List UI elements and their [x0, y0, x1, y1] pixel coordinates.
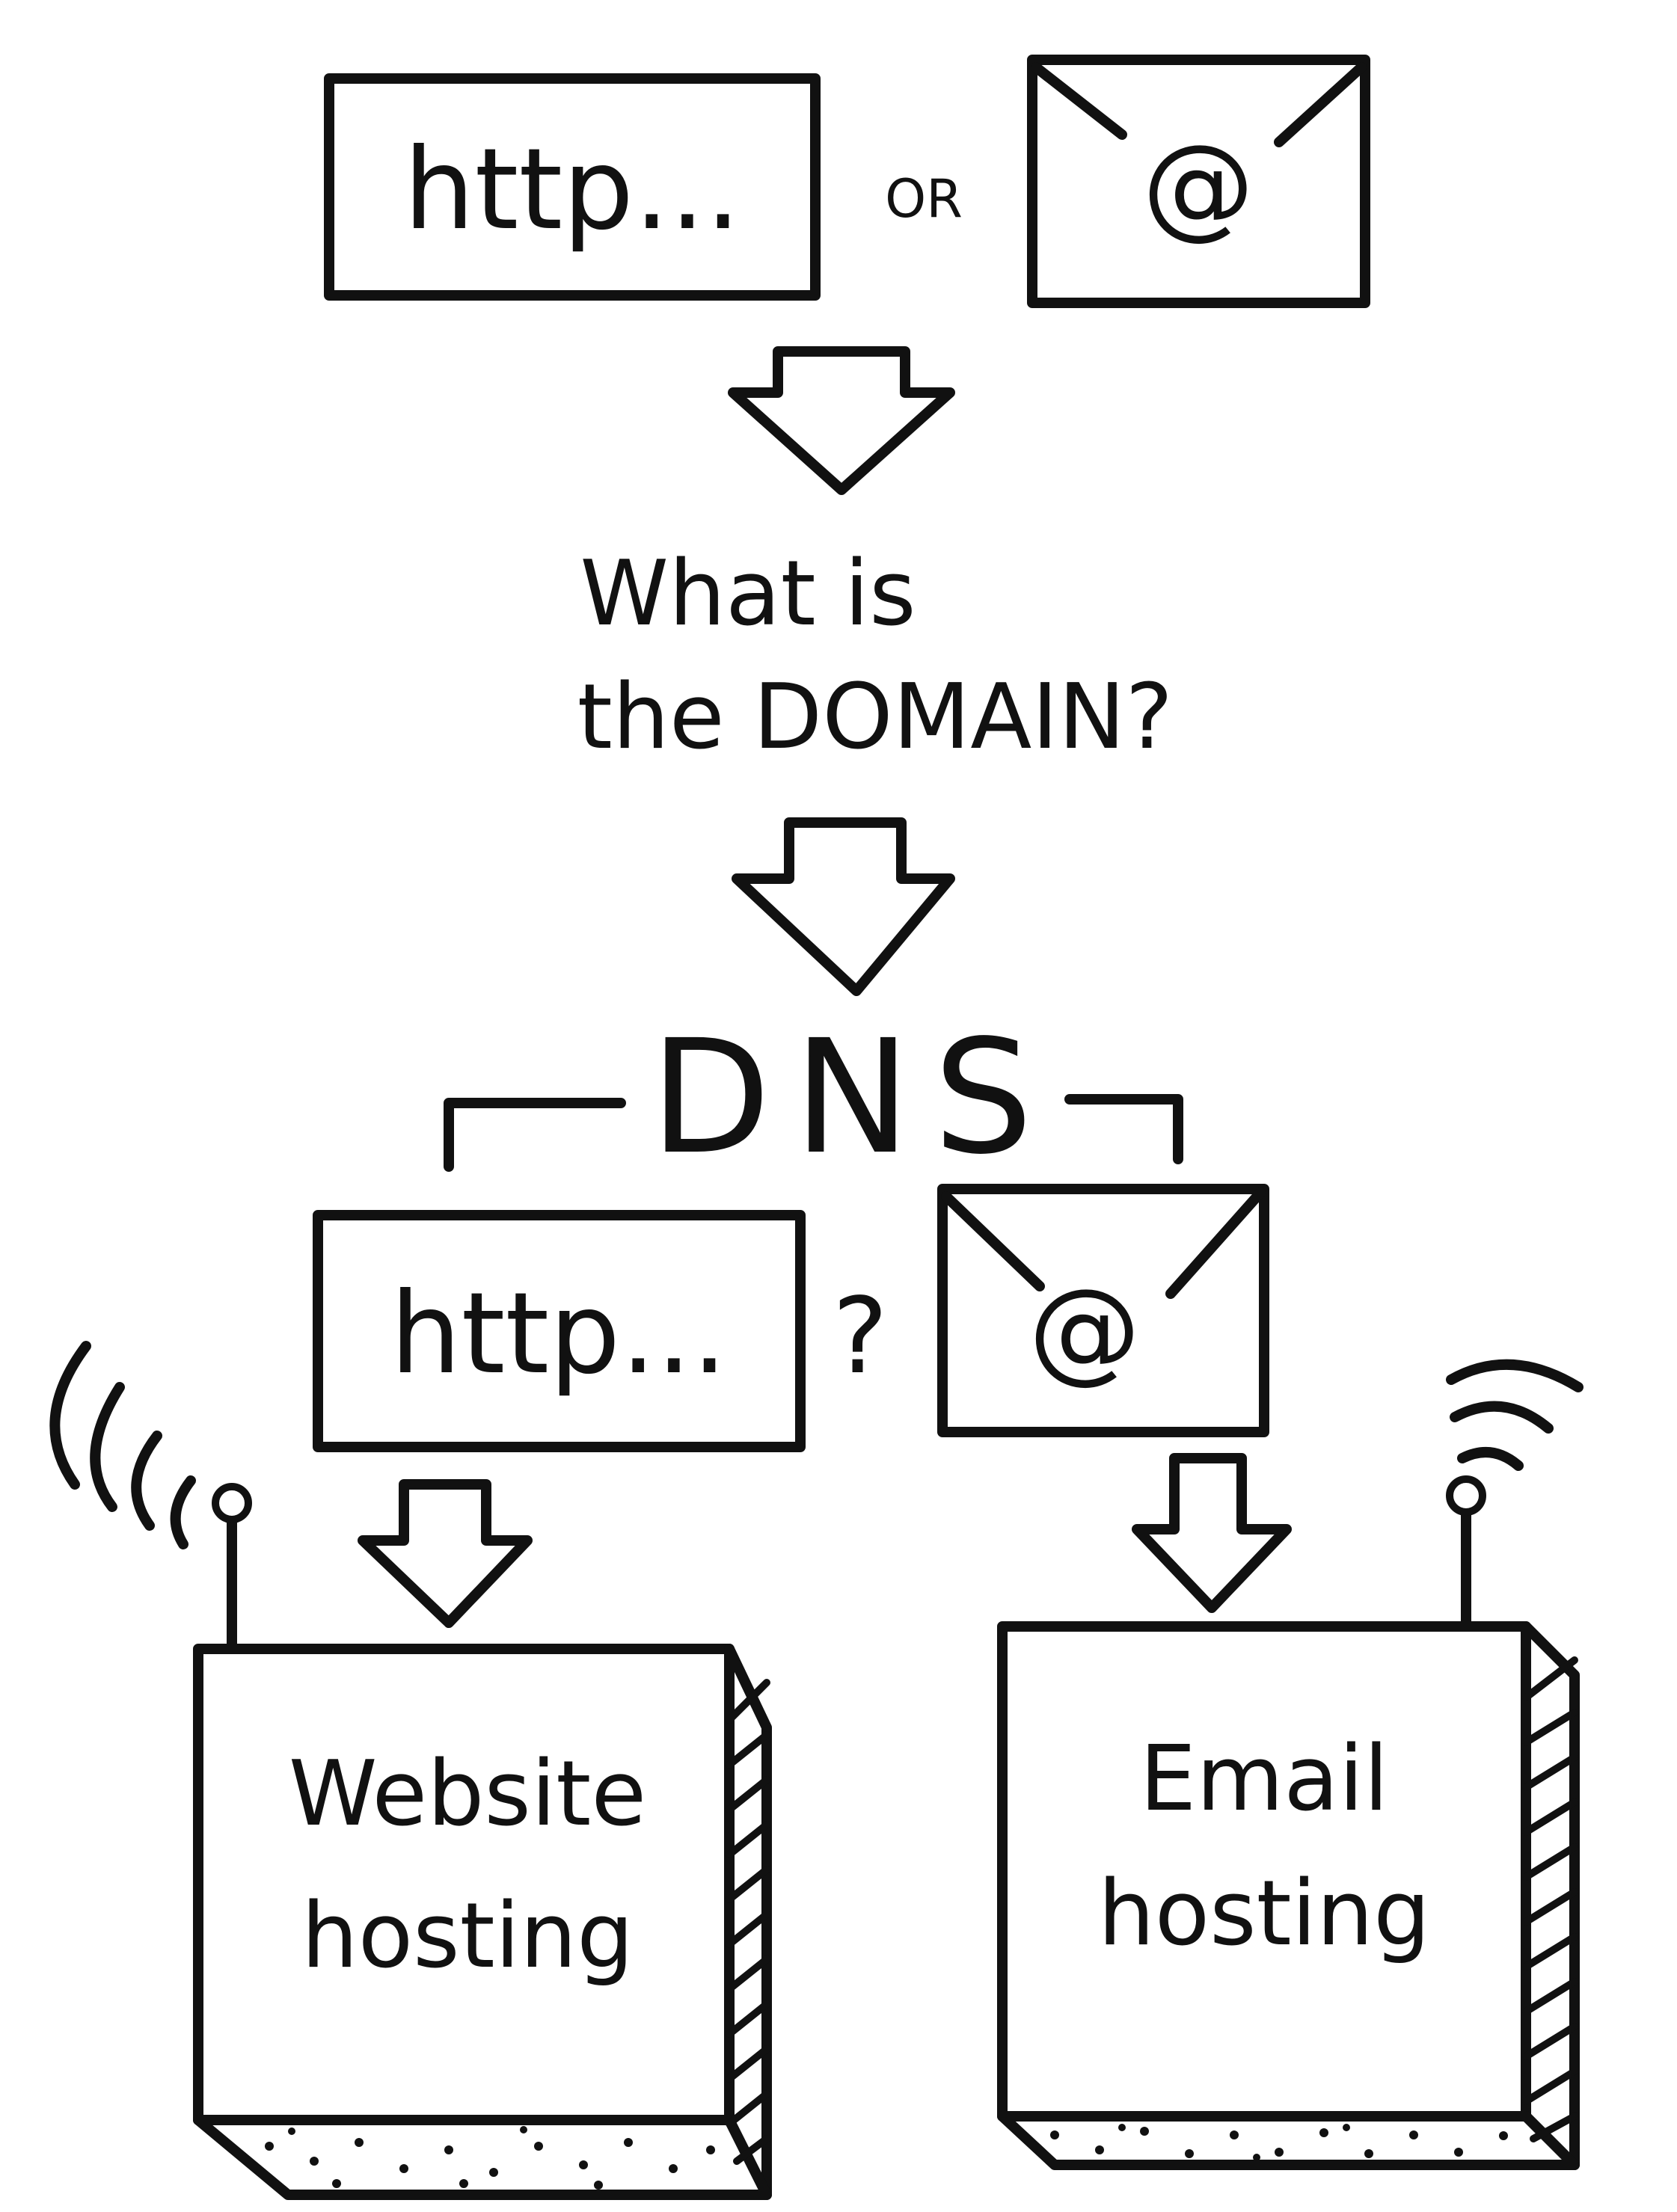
- down-arrow-icon: [737, 823, 950, 991]
- or-label: OR: [885, 168, 963, 230]
- website-server-box-icon: Website hosting: [198, 1649, 767, 2195]
- middle-question-mark: ?: [833, 1276, 888, 1398]
- down-arrow-icon: [363, 1484, 527, 1623]
- top-url-box: http...: [329, 79, 815, 295]
- middle-url-box: http...: [318, 1215, 800, 1447]
- middle-url-label: http...: [390, 1269, 728, 1399]
- website-line2: hosting: [301, 1884, 634, 1988]
- question-line2: the DOMAIN?: [577, 666, 1173, 769]
- dns-label: DNS: [650, 1006, 1055, 1189]
- website-line1: Website: [289, 1742, 646, 1846]
- down-arrow-icon: [733, 351, 950, 490]
- email-line2: hosting: [1098, 1862, 1431, 1966]
- email-line1: Email: [1140, 1727, 1389, 1831]
- top-url-label: http...: [404, 125, 741, 255]
- top-envelope-icon: @: [1032, 60, 1365, 303]
- website-antenna-icon: [215, 1487, 248, 1645]
- email-signal-waves-icon: [1451, 1365, 1578, 1466]
- email-server-box-icon: Email hosting: [1002, 1626, 1575, 2165]
- down-arrow-icon: [1137, 1458, 1287, 1608]
- email-antenna-icon: [1450, 1479, 1483, 1623]
- middle-email-symbol: @: [1028, 1265, 1141, 1395]
- website-signal-waves-icon: [55, 1346, 191, 1544]
- middle-envelope-icon: @: [942, 1189, 1264, 1432]
- question-line1: What is: [580, 542, 916, 646]
- top-email-symbol: @: [1142, 121, 1254, 251]
